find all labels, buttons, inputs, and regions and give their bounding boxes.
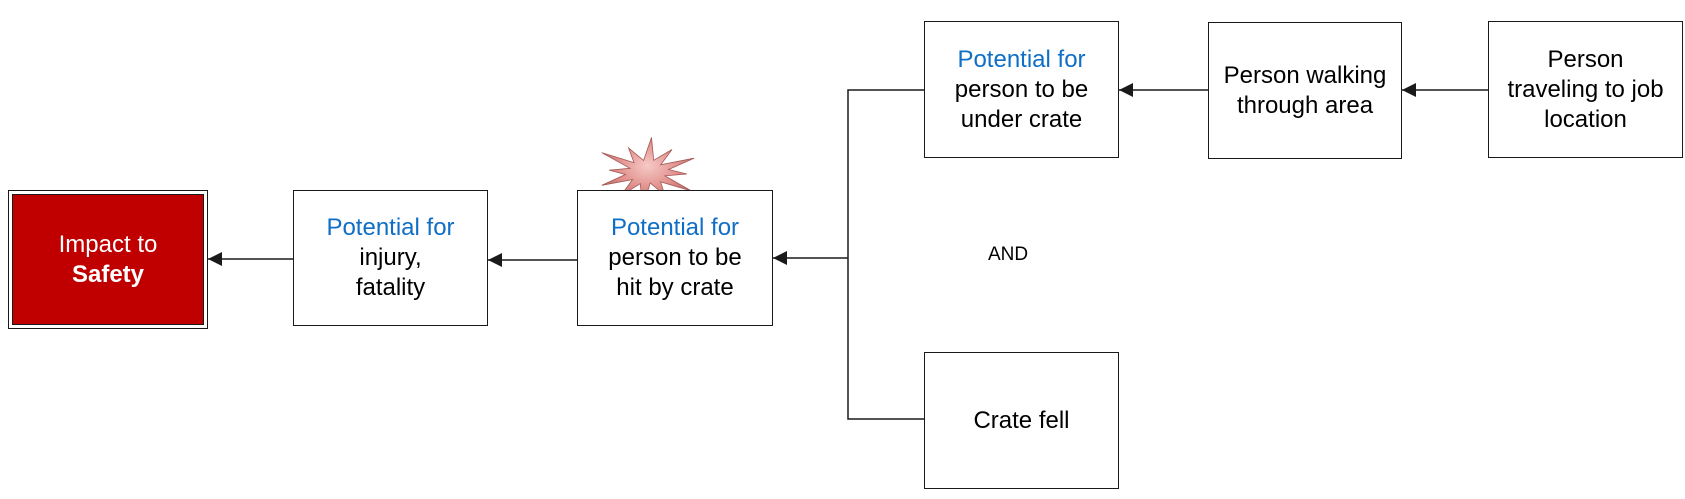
node-traveling-line2: traveling to job (1507, 75, 1664, 103)
node-traveling-line3: location (1544, 105, 1627, 133)
impact-line2: Safety (71, 260, 145, 288)
node-under-line2: under crate (960, 105, 1083, 133)
node-walking-line1: Person walking (1223, 61, 1387, 89)
node-walking-line2: through area (1236, 91, 1374, 119)
node-crate-fell-line1: Crate fell (973, 406, 1070, 434)
and-gate-label: AND (988, 244, 1029, 265)
node-under-prefix: Potential for (957, 45, 1086, 73)
impact-safety-box: Impact to Safety (8, 190, 208, 329)
node-under-crate: Potential for person to be under crate (924, 21, 1119, 158)
node-hit-by-crate: Potential for person to be hit by crate (577, 190, 773, 326)
impact-safety-fill: Impact to Safety (12, 194, 204, 325)
node-hit-prefix: Potential for (610, 214, 740, 241)
node-traveling: Person traveling to job location (1488, 21, 1683, 158)
impact-line1: Impact to (58, 230, 158, 258)
node-injury-prefix: Potential for (326, 214, 455, 241)
node-injury-line2: fatality (355, 274, 426, 301)
node-injury: Potential for injury, fatality (293, 190, 488, 326)
node-walking: Person walking through area (1208, 22, 1402, 159)
node-hit-line2: hit by crate (616, 274, 734, 301)
and-gate-bracket (847, 89, 924, 420)
node-hit-line1: person to be (608, 244, 742, 271)
node-crate-fell: Crate fell (924, 352, 1119, 489)
node-traveling-line1: Person (1547, 45, 1624, 73)
node-injury-line1: injury, (359, 244, 422, 271)
node-under-line1: person to be (954, 75, 1089, 103)
